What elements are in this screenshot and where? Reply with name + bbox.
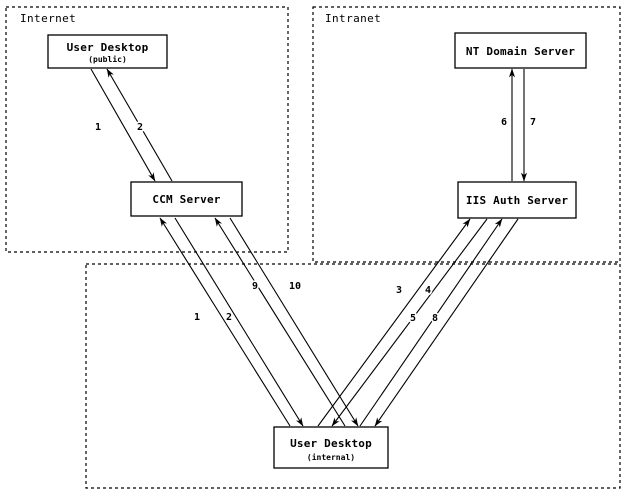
flow-label-halo-flow-1-public: 1 [95, 122, 101, 133]
node-title-ccm-server: CCM Server [152, 193, 220, 206]
flow-step-label-flow-8: 8 [432, 313, 438, 324]
flow-arrow-flow-1-public [90, 68, 156, 182]
flow-arrow-flow-2-public [106, 68, 173, 182]
node-title-user-desktop-public: User Desktop [67, 41, 149, 54]
node-nt-domain-server[interactable]: NT Domain Server [454, 32, 587, 69]
flow-step-label-flow-2-public: 2 [137, 122, 143, 133]
flow-arrow-flow-4 [331, 218, 488, 427]
flows-layer [90, 68, 528, 427]
node-box-user-desktop-public[interactable] [47, 34, 168, 69]
flow-label-halo-flow-7: 7 [530, 117, 536, 128]
zones-layer: Internet Intranet [5, 6, 621, 489]
zone-label-intranet: Intranet [325, 12, 381, 25]
zone-boundary-internet [5, 6, 289, 253]
node-box-iis-auth-server[interactable] [457, 181, 577, 219]
flow-step-label-flow-1-public: 1 [95, 122, 101, 133]
flow-step-label-flow-2-internal: 2 [226, 312, 232, 323]
node-subtitle-user-desktop-internal: (internal) [307, 452, 355, 462]
flow-step-label-flow-4: 4 [425, 285, 431, 296]
flow-label-halo-flow-5: 5 [410, 313, 416, 324]
flow-label-halo-flow-4: 4 [425, 285, 431, 296]
node-box-ccm-server[interactable] [130, 181, 243, 217]
flow-arrow-flow-2-internal [174, 217, 304, 427]
flow-arrow-flow-8 [374, 218, 519, 427]
node-iis-auth-server[interactable]: IIS Auth Server [457, 181, 577, 219]
node-box-user-desktop-internal[interactable] [273, 426, 389, 469]
flow-step-label-flow-3: 3 [396, 285, 402, 296]
flow-step-label-flow-9: 9 [252, 281, 258, 292]
flow-label-halo-flow-2-public: 2 [137, 122, 143, 133]
flow-label-halo-flow-1-internal: 1 [194, 312, 200, 323]
flow-step-label-flow-10: 10 [289, 281, 301, 292]
flow-step-label-flow-5: 5 [410, 313, 416, 324]
node-subtitle-user-desktop-public: (public) [88, 54, 127, 64]
flow-arrow-flow-3 [317, 218, 471, 427]
zone-internal [85, 263, 621, 489]
flow-label-halo-flow-3: 3 [396, 285, 402, 296]
node-title-user-desktop-internal: User Desktop [290, 437, 372, 450]
flow-arrow-flow-10 [229, 217, 359, 427]
zone-intranet: Intranet [312, 6, 621, 263]
flow-arrow-flow-5 [359, 218, 503, 427]
node-user-desktop-internal[interactable]: User Desktop (internal) [273, 426, 389, 469]
node-ccm-server[interactable]: CCM Server [130, 181, 243, 217]
flow-arrow-flow-9 [214, 217, 346, 427]
node-title-iis-auth-server: IIS Auth Server [466, 194, 569, 207]
zone-label-internet: Internet [20, 12, 76, 25]
flow-step-label-flow-6: 6 [501, 117, 507, 128]
flow-label-halo-flow-10: 10 [289, 281, 301, 292]
zone-boundary-internal [85, 263, 621, 489]
flow-label-halo-flow-6: 6 [501, 117, 507, 128]
flow-label-halo-flow-9: 9 [252, 281, 258, 292]
node-user-desktop-public[interactable]: User Desktop(public) [47, 34, 168, 69]
flow-arrow-flow-1-internal [159, 217, 291, 427]
flow-step-label-flow-1-internal: 1 [194, 312, 200, 323]
flow-label-halo-flow-8: 8 [432, 313, 438, 324]
flow-step-label-flow-7: 7 [530, 117, 536, 128]
zone-internet: Internet [5, 6, 289, 253]
node-box-nt-domain-server[interactable] [454, 32, 587, 69]
node-title-nt-domain-server: NT Domain Server [466, 45, 575, 58]
flow-label-halo-flow-2-internal: 2 [226, 312, 232, 323]
zone-boundary-intranet [312, 6, 621, 263]
